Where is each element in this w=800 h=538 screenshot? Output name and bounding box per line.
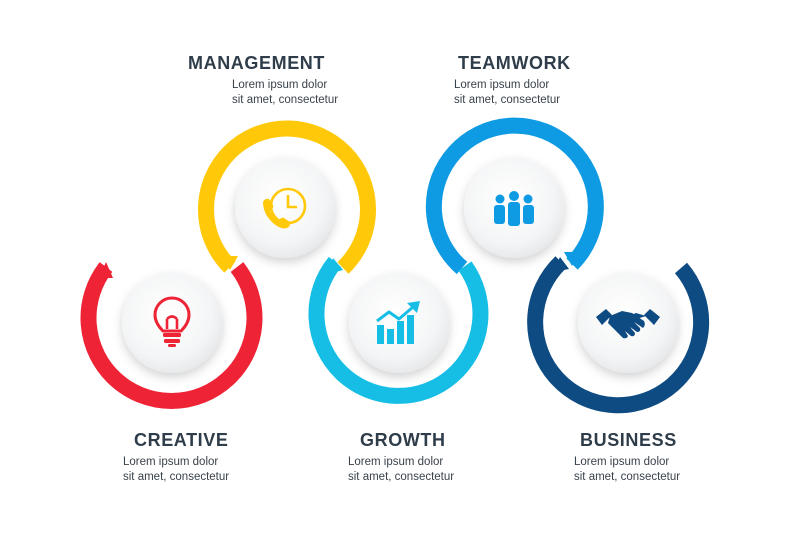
label-business: BUSINESS Lorem ipsum dolor sit amet, con…: [574, 430, 774, 485]
ring-teamwork: [425, 117, 604, 275]
step-desc-line2-management: sit amet, consectetur: [232, 94, 339, 106]
ring-creative-arrow: [99, 262, 113, 278]
ring-management-arrow: [222, 256, 238, 270]
light-bulb-icon: [153, 296, 191, 347]
ring-business-arrow: [553, 257, 569, 272]
ring-business-arc: [527, 256, 710, 414]
step-desc-line2-teamwork: sit amet, consectetur: [454, 94, 561, 106]
step-title-growth: GROWTH: [360, 430, 446, 450]
disc-creative: [122, 273, 222, 373]
team-icon: [494, 191, 534, 226]
growth-chart-icon: [376, 301, 420, 344]
step-desc-line1-teamwork: Lorem ipsum dolor: [454, 79, 550, 91]
ring-creative: [80, 262, 263, 409]
ring-management-arc: [198, 120, 377, 274]
step-title-management: MANAGEMENT: [188, 53, 325, 73]
label-growth: GROWTH Lorem ipsum dolor sit amet, conse…: [348, 430, 548, 485]
step-title-business: BUSINESS: [580, 430, 677, 450]
ring-teamwork-arc: [425, 117, 604, 275]
step-desc-line2-creative: sit amet, consectetur: [123, 471, 230, 483]
step-title-teamwork: TEAMWORK: [458, 53, 571, 73]
ring-creative-arc: [80, 262, 263, 409]
handshake-icon: [596, 309, 660, 339]
label-creative: CREATIVE Lorem ipsum dolor sit amet, con…: [123, 430, 323, 485]
label-management: MANAGEMENT Lorem ipsum dolor sit amet, c…: [188, 53, 388, 108]
ring-business: [527, 256, 710, 414]
step-desc-line1-growth: Lorem ipsum dolor: [348, 456, 444, 468]
step-desc-line2-business: sit amet, consectetur: [574, 471, 681, 483]
step-desc-line1-creative: Lorem ipsum dolor: [123, 456, 219, 468]
disc-management: [235, 158, 335, 258]
ring-teamwork-arrow: [564, 252, 580, 266]
ring-growth-arrow: [328, 258, 343, 274]
label-teamwork: TEAMWORK Lorem ipsum dolor sit amet, con…: [448, 53, 648, 108]
step-desc-line1-management: Lorem ipsum dolor: [232, 79, 328, 91]
phone-clock-icon: [263, 187, 307, 229]
ring-growth-arc: [308, 256, 489, 404]
ring-growth: [308, 256, 489, 404]
step-desc-line1-business: Lorem ipsum dolor: [574, 456, 670, 468]
step-desc-line2-growth: sit amet, consectetur: [348, 471, 455, 483]
step-title-creative: CREATIVE: [134, 430, 229, 450]
ring-management: [198, 120, 377, 274]
